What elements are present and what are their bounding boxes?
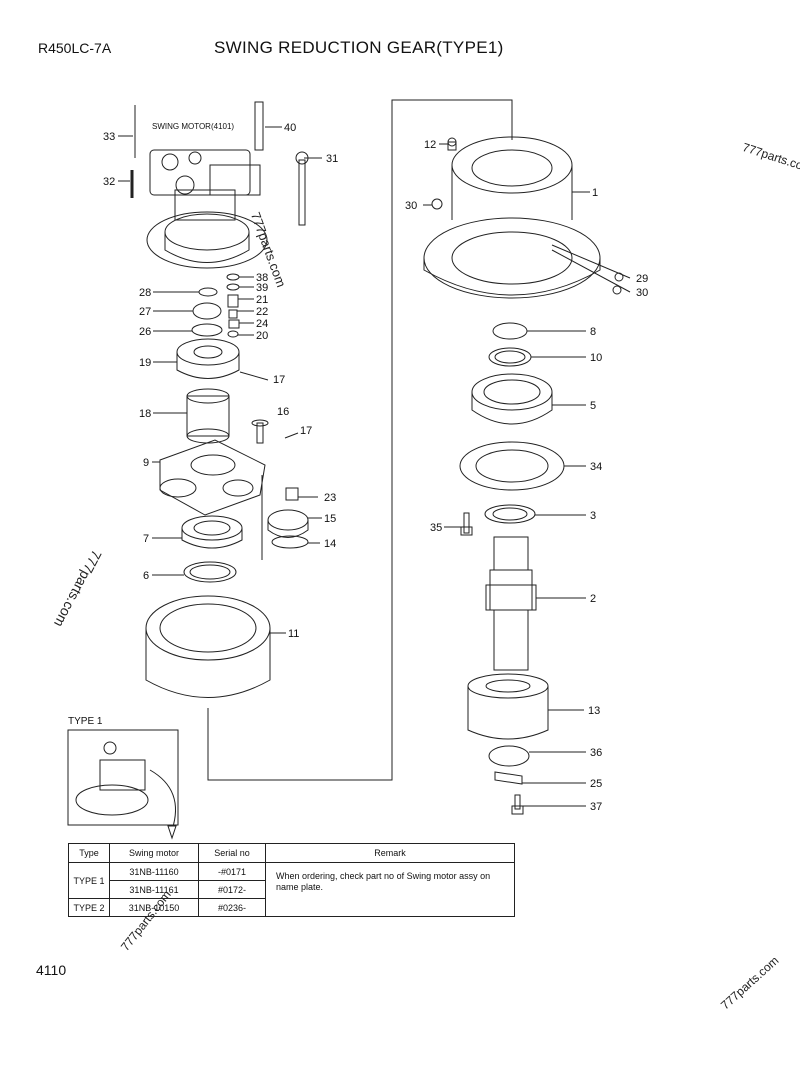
part-18-sun-gear <box>186 388 230 444</box>
callout-34: 34 <box>590 461 602 473</box>
page-number: 4110 <box>36 962 67 978</box>
part-36-plate <box>488 745 530 767</box>
part-9-planet-carrier <box>159 439 266 516</box>
callout-2: 2 <box>590 593 596 605</box>
callout-30b: 30 <box>636 287 648 299</box>
cell-serial: -#0171 <box>198 862 266 881</box>
callout-5: 5 <box>590 400 596 412</box>
part-13-pinion <box>467 673 549 740</box>
callout-38: 38 <box>256 272 268 284</box>
callout-25: 25 <box>590 778 602 790</box>
callout-11: 11 <box>288 628 299 640</box>
header-serial-no: Serial no <box>198 843 266 863</box>
part-6-ring <box>183 561 237 583</box>
callout-1: 1 <box>592 187 598 199</box>
cell-serial: #0172- <box>198 880 266 899</box>
part-3-seal <box>484 504 536 524</box>
callout-21: 21 <box>256 294 268 306</box>
callout-24: 24 <box>256 318 268 330</box>
part-15-planet-gear <box>267 509 309 531</box>
callout-20: 20 <box>256 330 268 342</box>
callout-13: 13 <box>588 705 600 717</box>
callout-14: 14 <box>324 538 336 550</box>
callout-17a: 17 <box>273 374 285 386</box>
part-19-carrier <box>176 338 240 379</box>
callout-12: 12 <box>424 139 436 151</box>
part-1-housing <box>423 136 601 299</box>
type1-motor-thumbnail <box>75 741 149 816</box>
callout-37: 37 <box>590 801 602 813</box>
header-remark: Remark <box>265 843 515 863</box>
callout-39: 39 <box>256 282 268 294</box>
callout-26: 26 <box>139 326 151 338</box>
callout-22: 22 <box>256 306 268 318</box>
part-25-lock-plate <box>494 771 523 785</box>
callout-10: 10 <box>590 352 602 364</box>
header-swing-motor: Swing motor <box>109 843 199 863</box>
cell-motor: 31NB-11160 <box>109 862 199 881</box>
part-2-shaft <box>485 536 537 671</box>
cell-motor: 31NB-11161 <box>109 880 199 899</box>
callout-8: 8 <box>590 326 596 338</box>
callout-15: 15 <box>324 513 336 525</box>
header-type: Type <box>68 843 110 863</box>
callout-labels: 33 40 31 32 38 39 28 21 27 22 24 26 20 1… <box>103 122 648 813</box>
table-row: TYPE 2 31NB-10150 #0236- <box>68 898 515 917</box>
cell-motor: 31NB-10150 <box>109 898 199 917</box>
callout-3: 3 <box>590 510 596 522</box>
callout-33: 33 <box>103 131 115 143</box>
callout-31: 31 <box>326 153 338 165</box>
callout-16: 16 <box>277 406 289 418</box>
callout-19: 19 <box>139 357 151 369</box>
table-row: TYPE 1 31NB-11160 -#0171 When ordering, … <box>68 862 515 917</box>
part-5-bearing <box>471 373 553 425</box>
cell-serial: #0236- <box>198 898 266 917</box>
cell-type: TYPE 2 <box>68 898 110 917</box>
table-header-row: Type Swing motor Serial no Remark <box>68 843 515 863</box>
serial-table: Type Swing motor Serial no Remark TYPE 1… <box>68 843 515 917</box>
part-40-bolt <box>254 101 264 151</box>
callout-23: 23 <box>324 492 336 504</box>
callout-27: 27 <box>139 306 151 318</box>
assembly-connector-line <box>207 99 513 781</box>
callout-30a: 30 <box>405 200 417 212</box>
callout-40: 40 <box>284 122 296 134</box>
callout-9: 9 <box>143 457 149 469</box>
callout-36: 36 <box>590 747 602 759</box>
swing-motor-label: SWING MOTOR(4101) <box>152 122 234 131</box>
callout-35: 35 <box>430 522 442 534</box>
page-title: SWING REDUCTION GEAR(TYPE1) <box>214 38 504 57</box>
callout-18: 18 <box>139 408 151 420</box>
table-row: 31NB-11161 #0172- <box>69 880 515 899</box>
callout-17b: 17 <box>300 425 312 437</box>
cell-remark: When ordering, check part no of Swing mo… <box>265 862 515 917</box>
part-7-bearing <box>181 515 243 541</box>
part-8-plate <box>492 322 528 340</box>
type1-label: TYPE 1 <box>68 716 103 727</box>
swing-motor-drawing <box>146 149 268 269</box>
cell-type: TYPE 1 <box>68 862 110 899</box>
callout-29: 29 <box>636 273 648 285</box>
callout-7: 7 <box>143 533 149 545</box>
callout-28: 28 <box>139 287 151 299</box>
part-11-ring-gear <box>145 595 271 698</box>
callout-6: 6 <box>143 570 149 582</box>
part-31-bolt <box>298 159 306 226</box>
type1-inset-frame <box>67 729 179 826</box>
model-number: R450LC-7A <box>38 40 112 56</box>
callout-32: 32 <box>103 176 115 188</box>
